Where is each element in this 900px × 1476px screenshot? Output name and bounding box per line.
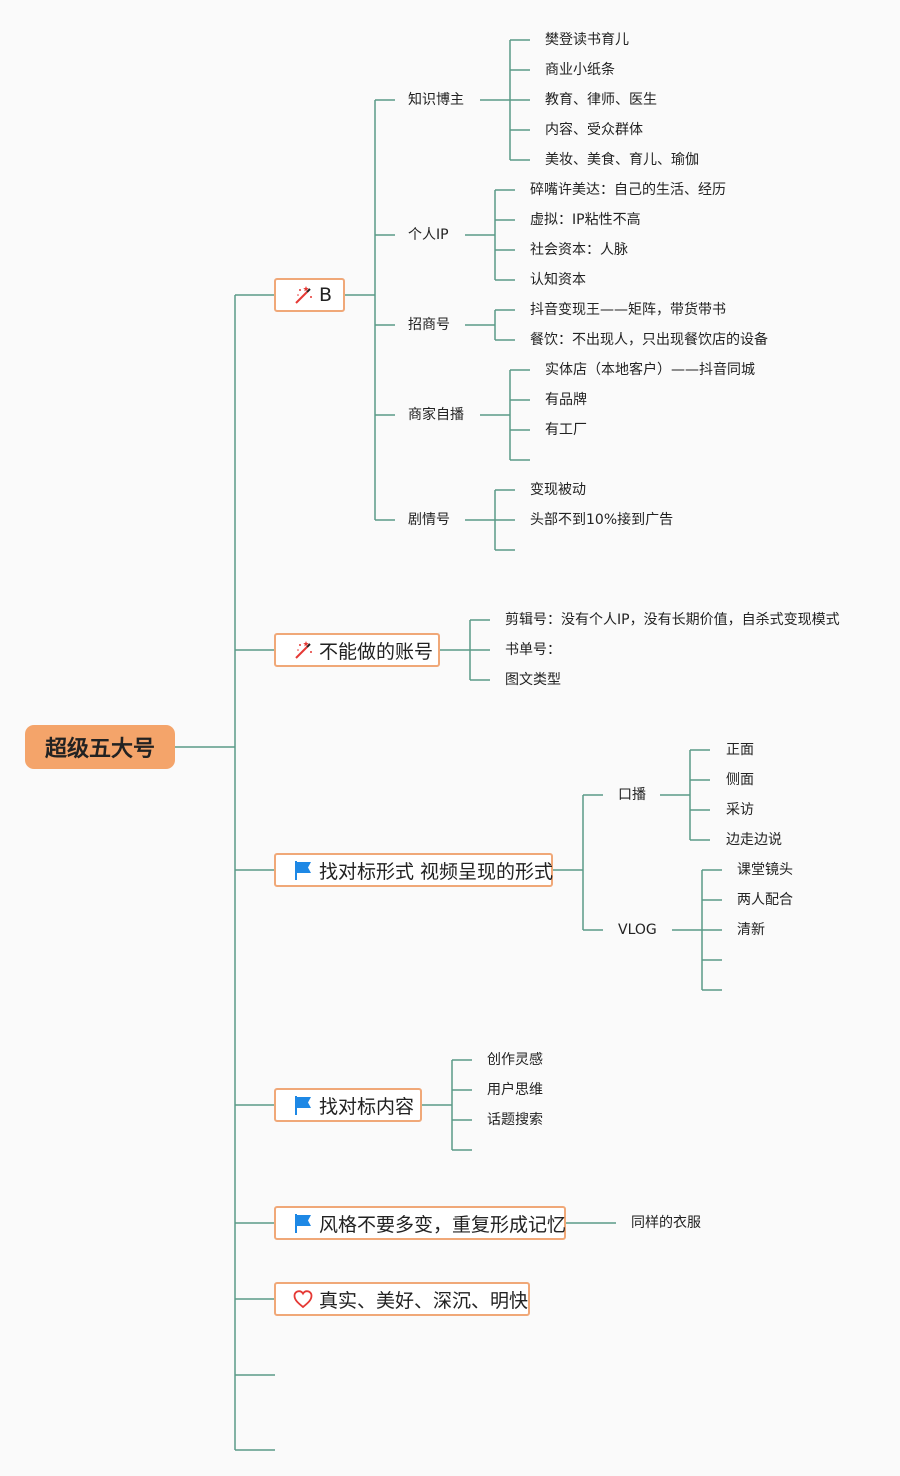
leaf[interactable]: 美妆、美食、育儿、瑜伽 [545,152,699,168]
leaf[interactable]: 有工厂 [545,422,587,438]
leaf[interactable]: 樊登读书育儿 [545,32,629,48]
leaf[interactable]: 清新 [737,922,765,938]
leaf[interactable]: 用户思维 [487,1082,543,1098]
blue-flag-icon [292,1212,314,1234]
blue-flag-icon [292,1094,314,1116]
branch-label: 真实、美好、深沉、明快 [319,1289,529,1312]
leaf[interactable]: 侧面 [726,772,754,788]
branch-label: 找对标形式 视频呈现的形式 [319,860,554,883]
branch-label: 风格不要多变，重复形成记忆 [319,1213,567,1236]
leaf[interactable]: 碎嘴许美达：自己的生活、经历 [530,182,726,198]
leaf[interactable]: 头部不到10%接到广告 [530,512,674,528]
branch-xingshi[interactable]: 找对标形式 视频呈现的形式 [274,853,553,887]
leaf[interactable]: 采访 [726,802,754,818]
branch-label: 不能做的账号 [319,640,434,663]
topic-shangjia[interactable]: 商家自播 [408,407,464,423]
leaf[interactable]: 话题搜索 [487,1112,543,1128]
leaf[interactable]: 商业小纸条 [545,62,615,78]
branch-fengge[interactable]: 风格不要多变，重复形成记忆 [274,1206,566,1240]
leaf[interactable]: 认知资本 [530,272,586,288]
leaf[interactable]: 虚拟：IP粘性不高 [530,212,641,228]
topic-zhaoshang[interactable]: 招商号 [408,317,450,333]
topic-kobo[interactable]: 口播 [618,787,646,803]
leaf[interactable]: 书单号： [505,642,561,658]
leaf[interactable]: 抖音变现王——矩阵，带货带书 [530,302,726,318]
leaf[interactable]: 社会资本：人脉 [530,242,628,258]
magic-wand-icon [292,284,314,306]
branch-neirong[interactable]: 找对标内容 [274,1088,422,1122]
leaf[interactable]: 正面 [726,742,754,758]
topic-vlog[interactable]: VLOG [618,922,657,938]
branch-b[interactable]: B [274,278,345,312]
topic-juqing[interactable]: 剧情号 [408,512,450,528]
leaf[interactable]: 两人配合 [737,892,793,908]
topic-geren-ip[interactable]: 个人IP [408,227,449,243]
branch-label: B [319,284,333,306]
leaf[interactable]: 实体店（本地客户）——抖音同城 [545,362,755,378]
leaf[interactable]: 创作灵感 [487,1052,543,1068]
leaf[interactable]: 内容、受众群体 [545,122,643,138]
leaf[interactable]: 图文类型 [505,672,561,688]
leaf[interactable]: 有品牌 [545,392,587,408]
leaf[interactable]: 教育、律师、医生 [545,92,657,108]
blue-flag-icon [292,859,314,881]
magic-wand-icon [292,639,314,661]
leaf[interactable]: 剪辑号：没有个人IP，没有长期价值，自杀式变现模式 [505,612,840,628]
leaf[interactable]: 变现被动 [530,482,586,498]
topic-zhishi[interactable]: 知识博主 [408,92,464,108]
leaf[interactable]: 餐饮：不出现人，只出现餐饮店的设备 [530,332,768,348]
branch-label: 找对标内容 [319,1095,415,1118]
leaf[interactable]: 边走边说 [726,832,782,848]
leaf[interactable]: 课堂镜头 [737,862,793,878]
branch-zhenshi[interactable]: 真实、美好、深沉、明快 [274,1282,530,1316]
leaf[interactable]: 同样的衣服 [631,1215,701,1231]
heart-icon [292,1288,314,1310]
branch-bunengzuo[interactable]: 不能做的账号 [274,633,440,667]
root-topic[interactable]: 超级五大号 [25,725,175,769]
